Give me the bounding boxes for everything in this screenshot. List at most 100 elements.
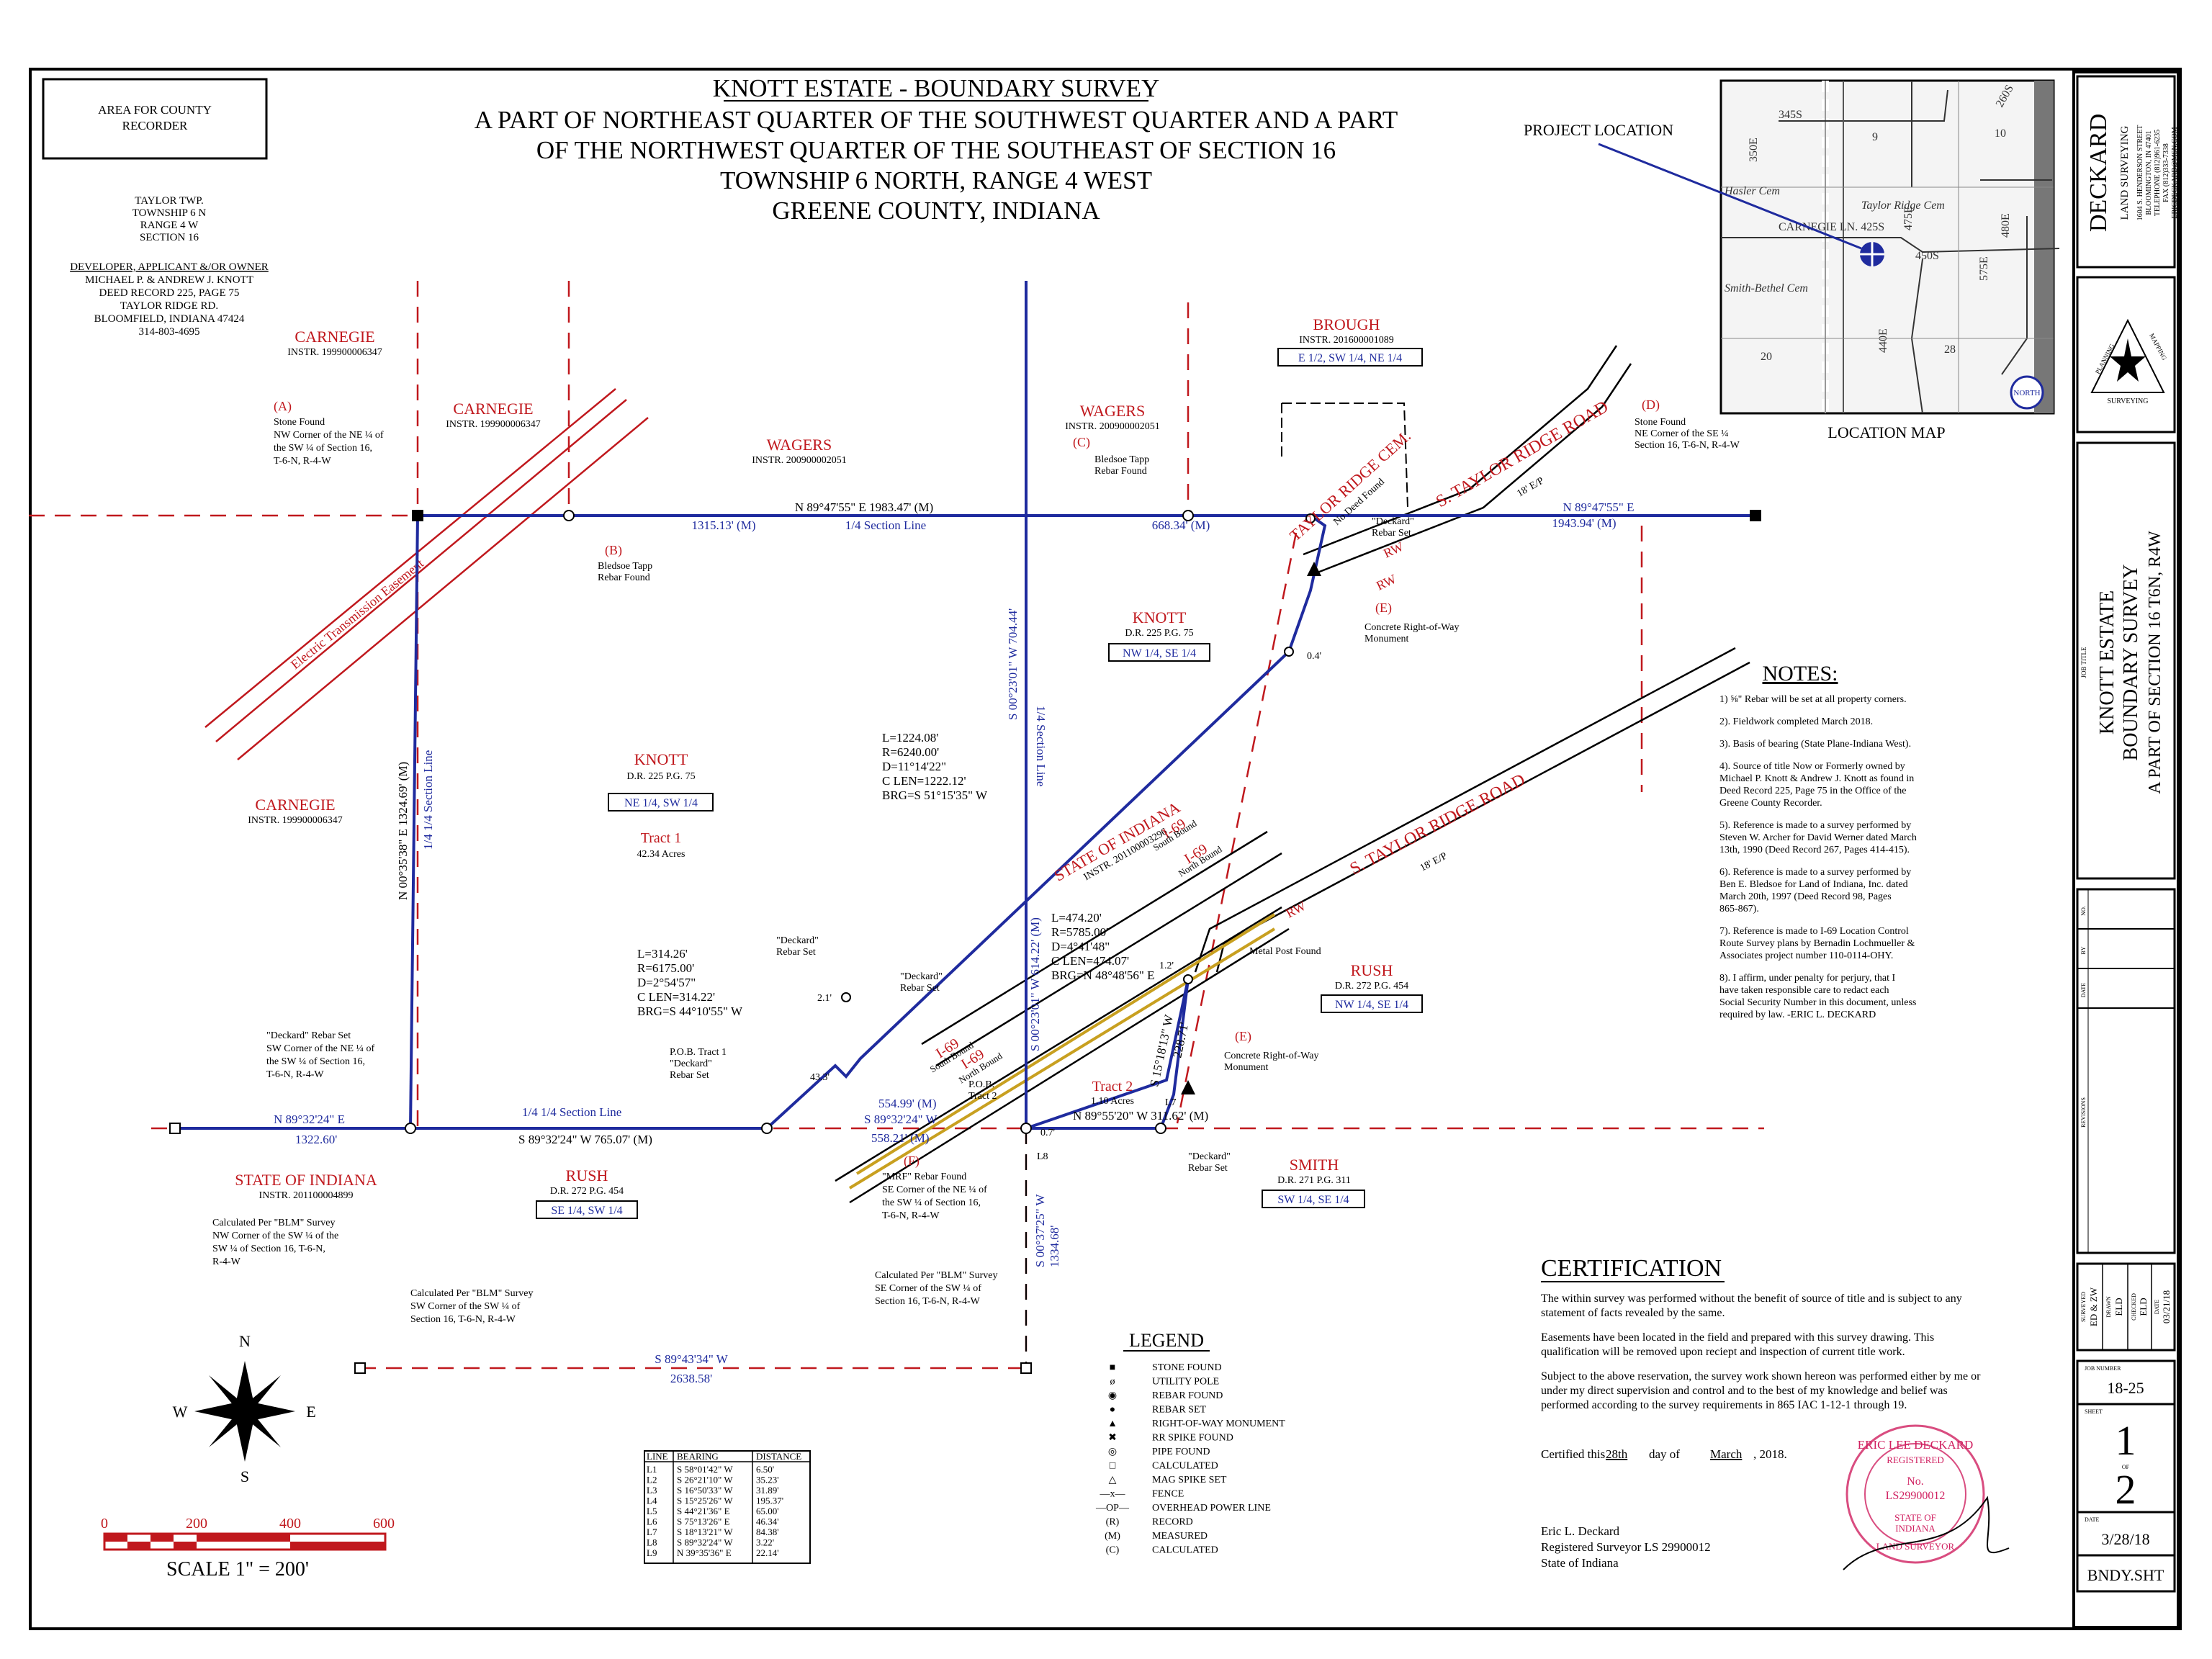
curve-line: D=2°54'57" — [637, 976, 696, 989]
cemetery-fence — [1281, 403, 1408, 508]
table-cell: 31.89' — [756, 1485, 779, 1496]
corner-note: Stone Found — [274, 417, 325, 428]
legend-item: RECORD — [1152, 1517, 1193, 1528]
distance: 1943.94' (M) — [1552, 516, 1616, 530]
corner-note: "Deckard" — [1188, 1151, 1231, 1162]
distance: 2638.58' — [670, 1372, 712, 1385]
legend-item: RR SPIKE FOUND — [1152, 1433, 1233, 1444]
bearing: S 00°23'01" W 704.44' — [1006, 608, 1020, 720]
legend-symbol: ◉ — [1108, 1390, 1117, 1401]
offset: 0.7' — [1040, 1128, 1055, 1138]
table-cell: S 18°13'21" W — [677, 1527, 733, 1537]
corner-note: Calculated Per "BLM" Survey — [212, 1218, 335, 1228]
date-value: 3/28/18 — [2101, 1530, 2149, 1548]
note-line: Social Security Number in this document,… — [1719, 997, 1916, 1008]
legend-item: CALCULATED — [1152, 1461, 1218, 1472]
legend-item: REBAR SET — [1152, 1405, 1207, 1416]
rebar-set-marker — [841, 992, 851, 1002]
offset: 0.4' — [1307, 651, 1321, 662]
notes: NOTES: 1) ⅝" Rebar will be set at all pr… — [1719, 662, 1917, 1020]
title-block-text: KNOTT ESTATE - BOUNDARY SURVEY A PART OF… — [475, 74, 1398, 225]
certification: CERTIFICATION The within survey was perf… — [1541, 1255, 2010, 1570]
table-cell: L7 — [647, 1527, 657, 1537]
cert-signer: Eric L. Deckard — [1541, 1524, 1620, 1538]
location-map: NORTH 345S 350E Hasler Cem CARNEGIE LN. … — [1719, 79, 2060, 415]
owner-line: DEED RECORD 225, PAGE 75 — [99, 287, 240, 299]
sign-col-value: ELD — [2138, 1298, 2149, 1316]
job-title: A PART OF SECTION 16 T6N, R4W — [2146, 531, 2164, 794]
seal-text: LS29900012 — [1886, 1490, 1946, 1502]
curve-line: C LEN=1222.12' — [882, 774, 966, 788]
note-line: 2). Fieldwork completed March 2018. — [1719, 716, 1873, 727]
twp-line: SECTION 16 — [140, 232, 199, 243]
rev-col: NO. — [2080, 906, 2087, 916]
corner-note: T-6-N, R-4-W — [882, 1210, 940, 1221]
curve-line: D=4°41'48" — [1051, 940, 1110, 953]
corner-note: Rebar Set — [1372, 528, 1411, 539]
map-north-arrow: NORTH — [2013, 389, 2040, 397]
calculated-marker — [354, 1362, 366, 1374]
tract-acres: 1.10 Acres — [1091, 1096, 1134, 1107]
corner-note: Section 16, T-6-N, R-4-W — [410, 1314, 516, 1325]
curve-line: D=11°14'22" — [882, 760, 946, 773]
corner-note: "Deckard" — [670, 1058, 712, 1069]
distance: 554.99' (M) — [878, 1097, 937, 1110]
map-label: 475E — [1902, 206, 1915, 230]
parcel-deed: D.R. 271 P.G. 311 — [1277, 1175, 1351, 1186]
legend-symbol: □ — [1110, 1461, 1116, 1472]
corner-note: Tract 2 — [968, 1091, 997, 1102]
seal-text: REGISTERED — [1887, 1455, 1943, 1465]
corner-note: "Deckard" — [776, 935, 819, 946]
location-map-caption: LOCATION MAP — [1827, 423, 1945, 441]
parcel-name: RUSH — [566, 1166, 608, 1184]
cert-year: , 2018. — [1753, 1447, 1787, 1461]
compass-e: E — [306, 1403, 315, 1421]
parcel-instr: INSTR. 199900006347 — [248, 815, 342, 826]
corner-note: SW Corner of the NE ¼ of — [266, 1043, 375, 1054]
recorder-box — [42, 78, 268, 160]
parcel-quarter: NW 1/4, SE 1/4 — [1123, 647, 1196, 660]
parcel-name: CARNEGIE — [453, 400, 533, 418]
cert-line: under my direct supervision and control … — [1541, 1385, 1948, 1397]
table-header: DISTANCE — [756, 1451, 801, 1462]
corner-note: P.O.B. Tract 1 — [670, 1047, 727, 1058]
parcel-instr: INSTR. 200900002051 — [1065, 421, 1159, 432]
date-label: DATE — [2085, 1516, 2100, 1523]
curve-data: L=1224.08' R=6240.00' D=11°14'22" C LEN=… — [637, 731, 1155, 1018]
line-label: 1/4 1/4 Section Line — [522, 1105, 621, 1119]
compass-s: S — [240, 1467, 249, 1485]
corner-note: Rebar Set — [900, 983, 940, 994]
title-line4: TOWNSHIP 6 NORTH, RANGE 4 WEST — [720, 166, 1152, 194]
legend-item: RIGHT-OF-WAY MONUMENT — [1152, 1419, 1285, 1429]
surveyor-seal: ERIC LEE DECKARD REGISTERED No. LS299000… — [1843, 1424, 2010, 1570]
corner-note: Rebar Found — [598, 572, 650, 583]
rw-label: RW — [1374, 572, 1398, 593]
corner-label: (E) — [1235, 1029, 1251, 1044]
sheet-label: SHEET — [2085, 1408, 2103, 1415]
corner-note: T-6-N, R-4-W — [274, 456, 331, 467]
rw-label: RW — [1283, 899, 1308, 921]
table-cell: L3 — [647, 1485, 657, 1496]
scale-tick: 400 — [279, 1516, 301, 1532]
job-title: BOUNDARY SURVEY — [2120, 565, 2142, 761]
corner-label: (D) — [1642, 397, 1660, 413]
corner-label: (C) — [1073, 435, 1090, 450]
curve-line: L=1224.08' — [882, 731, 938, 745]
corner-note: NW Corner of the NE ¼ of — [274, 430, 384, 441]
project-location-label: PROJECT LOCATION — [1524, 121, 1673, 139]
corner-note: Concrete Right-of-Way — [1224, 1051, 1318, 1061]
legend-symbol: ø — [1110, 1377, 1115, 1388]
corner-label: (B) — [605, 543, 622, 558]
table-cell: S 89°32'24" W — [677, 1537, 733, 1548]
parcel-deed: D.R. 272 P.G. 454 — [550, 1186, 624, 1197]
note-line: required by law. -ERIC L. DECKARD — [1719, 1010, 1876, 1020]
bearing: S 89°32'24" W — [864, 1112, 938, 1126]
owner-line: TAYLOR RIDGE RD. — [120, 300, 218, 312]
cert-day: 28th — [1606, 1447, 1628, 1461]
cert-state: State of Indiana — [1541, 1556, 1619, 1570]
distance: 668.34' (M) — [1152, 518, 1210, 532]
stone-found-marker-a — [412, 510, 423, 521]
note-line: 13th, 1990 (Deed Record 267, Pages 414-4… — [1719, 845, 1910, 855]
signature — [1843, 1496, 2010, 1570]
